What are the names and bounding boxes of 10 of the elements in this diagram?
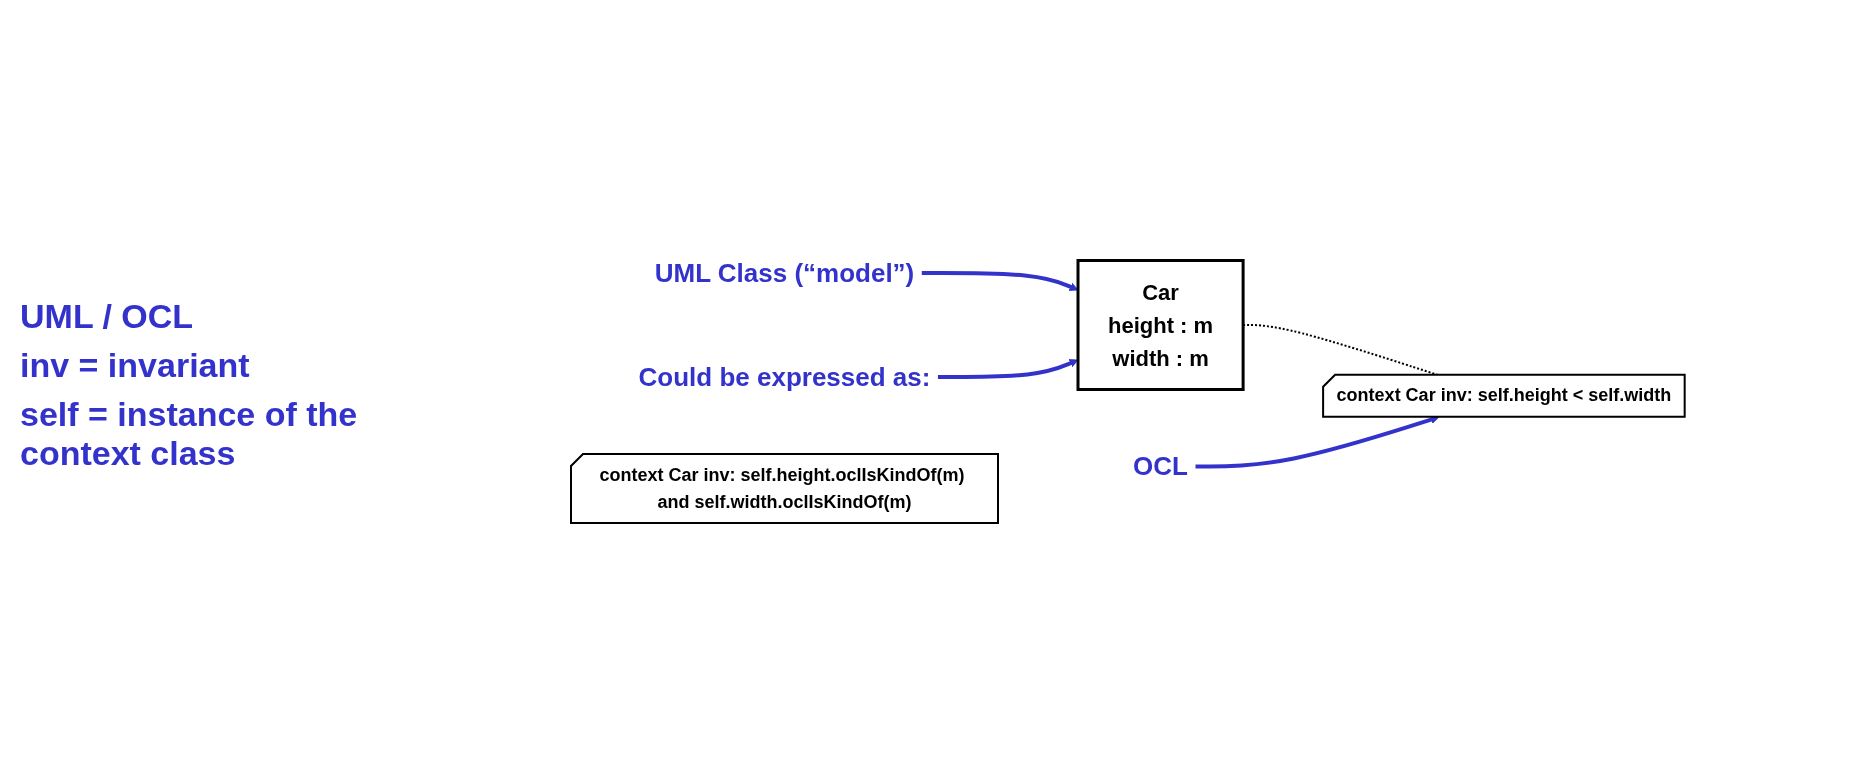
annotation-text: inv = invariant <box>20 345 251 385</box>
node-text: Could be expressed as: <box>638 361 931 392</box>
node-box: Car height : m width : m <box>1076 259 1245 391</box>
arrow <box>1195 415 1440 469</box>
annotation-text: UML / OCL <box>20 296 195 336</box>
node-text: UML Class (“model”) <box>654 257 915 288</box>
node-text: OCL <box>1133 451 1189 481</box>
arrow <box>938 359 1079 379</box>
arrow <box>921 271 1079 291</box>
annotation-text: self = instance of the context class <box>20 394 359 473</box>
